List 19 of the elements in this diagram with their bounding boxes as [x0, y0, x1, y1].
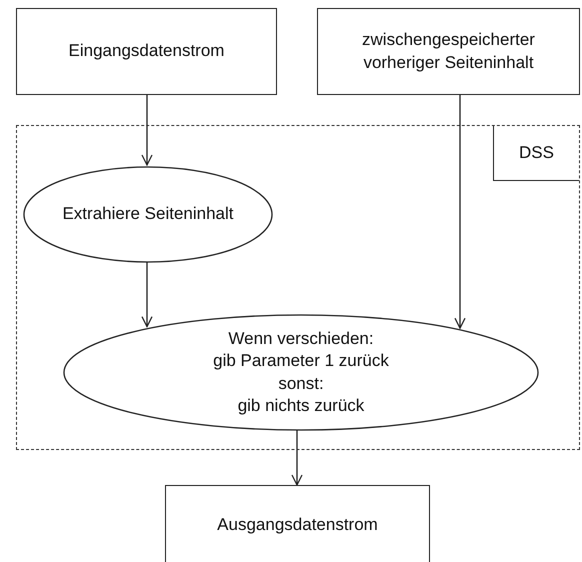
node-text: gib Parameter 1 zurück	[212, 350, 390, 372]
node-text: gib nichts zurück	[236, 394, 366, 417]
node-text: zwischengespeicherter vorheriger Seiteninhalt	[361, 29, 536, 74]
node-text: Wenn verschieden:	[227, 328, 375, 350]
data-box	[16, 8, 277, 95]
node-text: Ausgangsdatenstrom	[216, 514, 379, 536]
arrow	[454, 95, 466, 329]
data-box	[165, 485, 430, 562]
data-box	[317, 8, 580, 95]
process-ellipse	[63, 314, 539, 431]
arrow	[141, 262, 153, 328]
node-text: Eingangsdatenstrom	[68, 40, 226, 62]
process-ellipse	[23, 166, 273, 263]
arrow	[141, 95, 153, 166]
node-text: sonst:	[277, 372, 325, 394]
arrow	[291, 430, 303, 486]
node-text: Extrahiere Seiteninhalt	[61, 203, 235, 226]
dashed-region	[16, 125, 580, 450]
region-label: DSS	[493, 126, 579, 181]
